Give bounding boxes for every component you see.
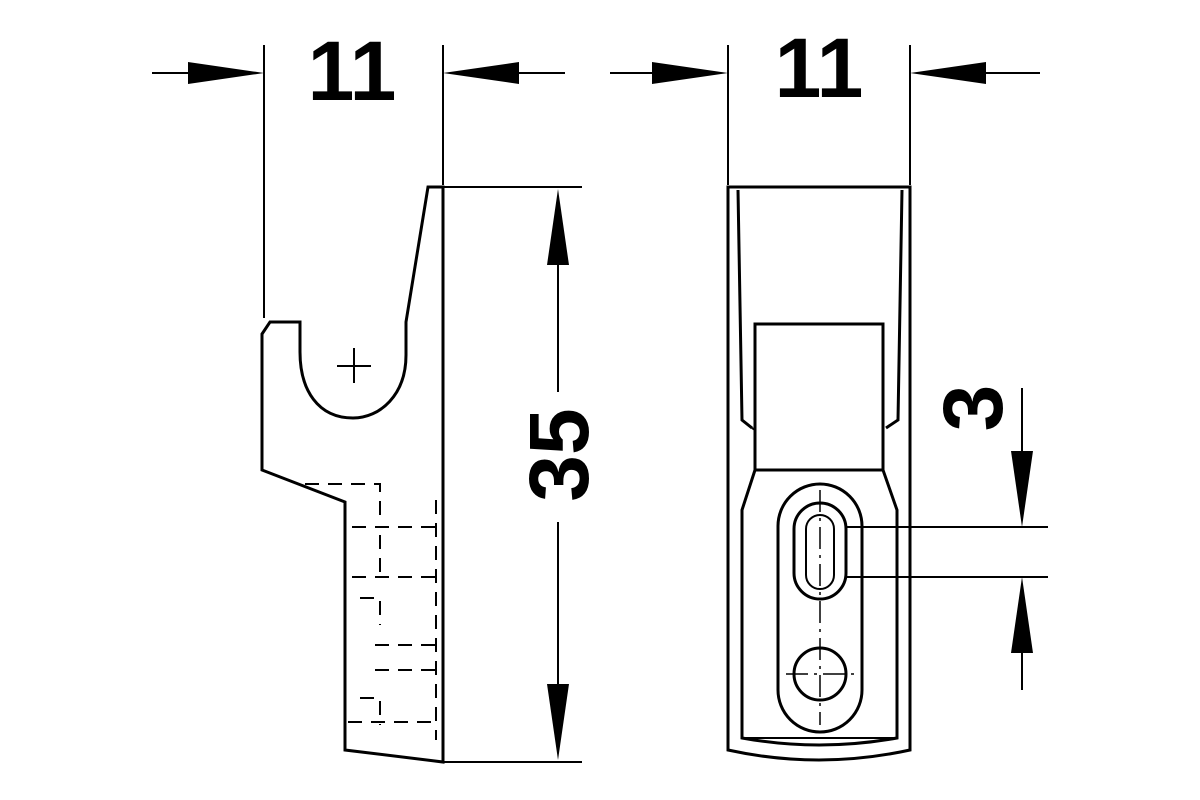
height-arrow-bottom (547, 684, 569, 760)
slot-arrow-bottom (1011, 577, 1033, 653)
side-view: 11 35 (152, 24, 606, 764)
slot-label: 3 (926, 385, 1020, 432)
front-right-taper (885, 189, 904, 430)
front-view: 11 3 (610, 21, 1048, 762)
side-width-arrow-left (188, 62, 264, 84)
front-width-arrow-right (910, 62, 986, 84)
front-view-outline (726, 185, 912, 762)
front-width-arrow-left (652, 62, 728, 84)
front-left-taper (736, 189, 753, 430)
height-arrow-top (547, 189, 569, 265)
front-window (753, 322, 885, 472)
side-view-hidden-lines (305, 483, 440, 740)
slot-outer-frame (776, 482, 864, 734)
side-view-outline (260, 185, 445, 764)
height-label: 35 (512, 408, 606, 501)
side-width-arrow-right (443, 62, 519, 84)
front-width-label: 11 (775, 21, 864, 115)
elongated-slot-inner (805, 514, 835, 590)
side-width-label: 11 (308, 24, 397, 118)
front-window-inner-left (751, 427, 756, 431)
height-label-backdrop (530, 392, 588, 522)
slot-arrow-top (1011, 451, 1033, 527)
